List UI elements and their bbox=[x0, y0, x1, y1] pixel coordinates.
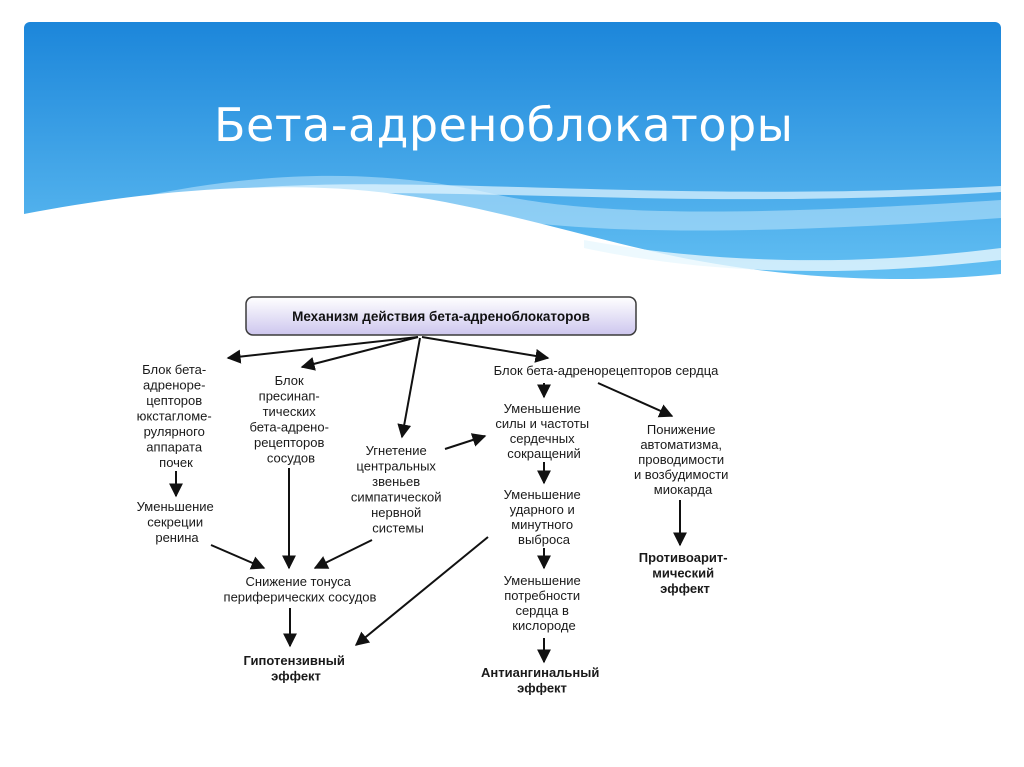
arrows bbox=[169, 336, 687, 664]
node-output-decrease: Уменьшение ударного и минутного выброса bbox=[504, 487, 585, 547]
node-contraction-decrease: Уменьшение силы и частоты сердечных сокр… bbox=[495, 401, 592, 461]
node-presynaptic-block: Блок пресинап- тических бета-адрено- рец… bbox=[249, 373, 332, 466]
root-title: Механизм действия бета-адреноблокаторов bbox=[292, 309, 590, 324]
arrow-root-cns bbox=[397, 337, 421, 439]
arrow-heart-automatism bbox=[597, 382, 674, 418]
node-hypotensive-effect: Гипотензивный эффект bbox=[244, 653, 349, 684]
node-renin-block: Блок бета- адреноре- цепторов юкстагломе… bbox=[137, 362, 216, 470]
node-antianginal-effect: Антиангинальный эффект bbox=[481, 665, 603, 696]
arrow-root-renin-block bbox=[226, 336, 419, 364]
arrow-cns-tone bbox=[313, 539, 373, 569]
arrow-secretion-tone bbox=[210, 544, 266, 570]
arrow-cns-contraction bbox=[444, 433, 487, 450]
banner-background bbox=[24, 22, 1001, 292]
node-vascular-tone: Снижение тонуса периферических сосудов bbox=[224, 574, 377, 605]
node-antiarrhythmic-effect: Противоарит- мический эффект bbox=[639, 550, 732, 596]
node-automatism-decrease: Понижение автоматизма, проводимости и во… bbox=[634, 422, 732, 497]
node-renin-secretion: Уменьшение секреции ренина bbox=[137, 499, 218, 545]
node-cns-inhibition: Угнетение центральных звеньев симпатичес… bbox=[351, 443, 445, 536]
slide-title: Бета-адреноблокаторы bbox=[214, 98, 794, 152]
arrow-output-hypotensive bbox=[354, 536, 489, 646]
arrow-root-heart bbox=[421, 336, 550, 363]
node-heart-block: Блок бета-адренорецепторов сердца bbox=[494, 363, 720, 378]
root-box-frame bbox=[245, 296, 637, 336]
arrow-root-presynaptic bbox=[300, 336, 419, 371]
root-box: Механизм действия бета-адреноблокаторов bbox=[245, 296, 637, 336]
title-banner: Бета-адреноблокаторы bbox=[24, 22, 1001, 292]
node-oxygen-demand: Уменьшение потребности сердца в кислород… bbox=[504, 573, 585, 633]
